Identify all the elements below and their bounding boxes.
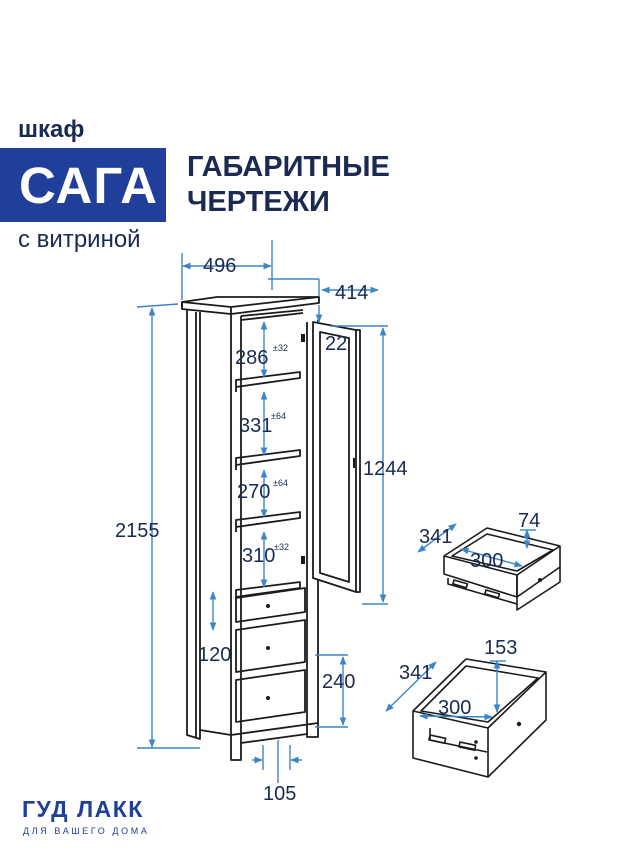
small-drawer-width: 300 <box>470 550 503 572</box>
product-name: САГА <box>19 157 158 214</box>
dim-shelf-3: 270 <box>237 481 270 503</box>
small-drawer-depth: 341 <box>419 526 452 548</box>
dim-shelf-2-tol: ±64 <box>271 411 286 421</box>
dim-top-offset: 22 <box>325 333 347 355</box>
product-name-band: САГА <box>0 148 166 222</box>
dimension-lines <box>136 240 388 783</box>
dimension-labels: 496 414 22 2155 1244 286 ±32 331 ±64 270… <box>115 255 408 805</box>
big-drawer-height: 153 <box>484 637 517 659</box>
dim-shelf-1: 286 <box>235 347 268 369</box>
dim-shelf-4: 310 <box>242 545 275 567</box>
cabinet-handles <box>266 334 355 700</box>
dim-door-height: 1244 <box>363 458 408 480</box>
product-type-label: шкаф <box>18 116 85 143</box>
dim-small-drawer: 120 <box>198 644 231 666</box>
dim-big-drawer: 240 <box>322 671 355 693</box>
big-drawer-width: 300 <box>438 697 471 719</box>
big-drawer-depth: 341 <box>399 662 432 684</box>
dim-height-total: 2155 <box>115 520 160 542</box>
dim-shelf-1-tol: ±32 <box>273 343 288 353</box>
small-drawer-drawing: 341 300 74 <box>417 510 561 611</box>
big-drawer-drawing: 341 300 153 <box>385 637 547 778</box>
dim-shelf-4-tol: ±32 <box>274 542 289 552</box>
dim-depth: 414 <box>335 282 368 304</box>
brand-tagline: ДЛЯ ВАШЕГО ДОМА <box>23 826 150 836</box>
heading-line-1: ГАБАРИТНЫЕ <box>187 151 390 183</box>
dim-width: 496 <box>203 255 236 277</box>
small-drawer-height: 74 <box>518 510 540 532</box>
dim-shelf-2: 331 <box>239 415 272 437</box>
dim-shelf-3-tol: ±64 <box>273 478 288 488</box>
cabinet-body <box>181 296 361 761</box>
drawing-heading: ГАБАРИТНЫЕ ЧЕРТЕЖИ <box>187 150 390 220</box>
dim-leg: 105 <box>263 783 296 805</box>
brand-logo: ГУД ЛАКК <box>22 796 144 822</box>
heading-line-2: ЧЕРТЕЖИ <box>187 186 330 218</box>
product-subtitle: с витриной <box>18 226 141 253</box>
